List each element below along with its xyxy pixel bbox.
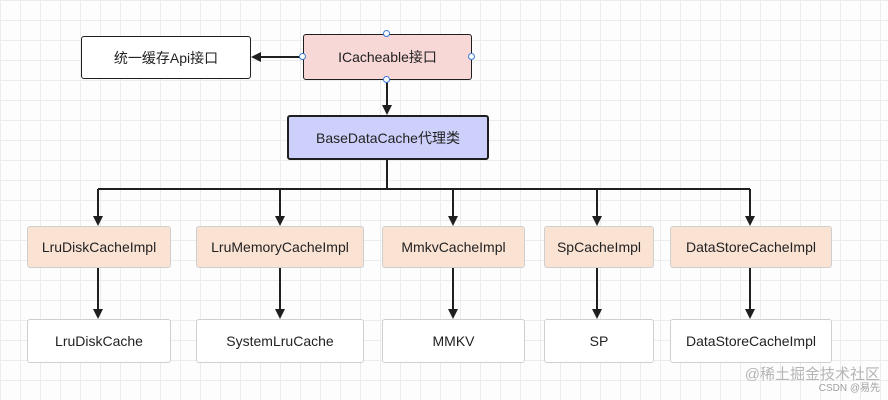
datastore-cache-leaf-box[interactable]: DataStoreCacheImpl (670, 319, 832, 363)
lrumemory-cache-impl-box[interactable]: LruMemoryCacheImpl (196, 226, 364, 268)
base-data-cache-proxy-box[interactable]: BaseDataCache代理类 (287, 115, 489, 160)
datastore-cache-leaf-label: DataStoreCacheImpl (686, 333, 816, 349)
lrumemory-cache-impl-label: LruMemoryCacheImpl (211, 239, 349, 255)
datastore-cache-impl-box[interactable]: DataStoreCacheImpl (670, 226, 832, 268)
selection-handle-left[interactable] (299, 53, 306, 60)
sp-cache-impl-box[interactable]: SpCacheImpl (544, 226, 654, 268)
base-data-cache-proxy-label: BaseDataCache代理类 (316, 129, 460, 146)
watermark-main: @稀土掘金技术社区 (744, 365, 880, 383)
watermark: @稀土掘金技术社区 CSDN @易先 (744, 365, 880, 394)
selection-handle-bottom[interactable] (383, 76, 390, 83)
api-interface-label: 统一缓存Api接口 (113, 49, 219, 66)
sp-label: SP (589, 333, 609, 349)
sp-box[interactable]: SP (544, 319, 654, 363)
lrudisk-cache-impl-box[interactable]: LruDiskCacheImpl (27, 226, 171, 268)
selection-handle-right[interactable] (468, 53, 475, 60)
mmkv-label: MMKV (432, 333, 475, 349)
watermark-sub: CSDN @易先 (818, 383, 880, 394)
api-interface-box[interactable]: 统一缓存Api接口 (81, 36, 251, 79)
system-lru-cache-box[interactable]: SystemLruCache (196, 319, 364, 363)
mmkv-cache-impl-label: MmkvCacheImpl (401, 239, 506, 255)
sp-cache-impl-label: SpCacheImpl (556, 239, 642, 255)
icacheable-interface-box[interactable]: ICacheable接口 (303, 34, 472, 80)
system-lru-cache-label: SystemLruCache (226, 333, 334, 349)
lrudisk-cache-box[interactable]: LruDiskCache (27, 319, 171, 363)
selection-handle-top[interactable] (383, 30, 390, 37)
lrudisk-cache-label: LruDiskCache (55, 333, 143, 349)
mmkv-box[interactable]: MMKV (382, 319, 525, 363)
icacheable-interface-label: ICacheable接口 (338, 49, 437, 65)
mmkv-cache-impl-box[interactable]: MmkvCacheImpl (382, 226, 525, 268)
lrudisk-cache-impl-label: LruDiskCacheImpl (41, 239, 157, 255)
datastore-cache-impl-label: DataStoreCacheImpl (686, 239, 816, 255)
